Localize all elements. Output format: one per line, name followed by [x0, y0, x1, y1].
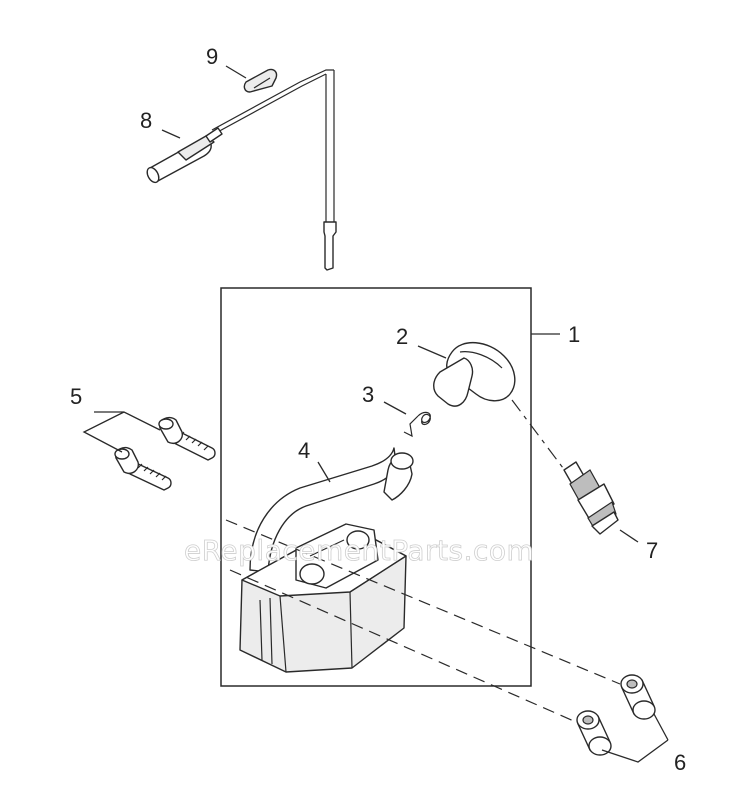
callout-labels: 1 2 3 4 5 6 7 8 9	[70, 44, 686, 775]
part-5-bolts	[114, 416, 216, 491]
part-7-spark-plug	[563, 461, 619, 535]
assembly-lines	[225, 399, 621, 723]
callout-4: 4	[298, 438, 310, 463]
watermark: eReplacementParts.com	[184, 534, 534, 567]
part-6-dampers	[576, 674, 656, 756]
callout-7: 7	[646, 538, 658, 563]
callout-3: 3	[362, 382, 374, 407]
part-4-body	[239, 447, 414, 673]
part-9-clip	[243, 68, 278, 93]
assembly-box	[220, 287, 532, 687]
part-3-spring	[403, 411, 431, 438]
callout-9: 9	[206, 44, 218, 69]
part-2-plug-cap	[433, 341, 516, 407]
callout-8: 8	[140, 108, 152, 133]
leader-lines	[82, 65, 669, 763]
part-8-stop-wire	[146, 69, 337, 271]
callout-2: 2	[396, 324, 408, 349]
callout-1: 1	[568, 322, 580, 347]
callout-6: 6	[674, 750, 686, 775]
callout-5: 5	[70, 384, 82, 409]
